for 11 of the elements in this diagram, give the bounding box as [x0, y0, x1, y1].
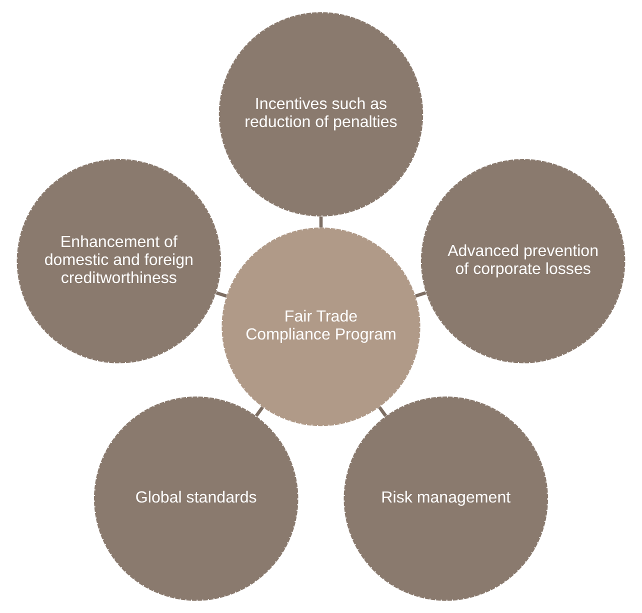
connector [254, 406, 264, 417]
connector [415, 291, 426, 298]
node-circle: Advanced prevention of corporate losses [420, 158, 626, 364]
connector [378, 406, 388, 417]
connector [216, 291, 227, 298]
node-circle: Risk management [342, 395, 550, 602]
node-circle: Global standards [92, 395, 300, 602]
node-circle: Enhancement of domestic and foreign creditworthiness [16, 158, 222, 364]
node-circle: Incentives such as reduction of penalties [218, 11, 424, 218]
connector [319, 216, 323, 228]
node-circle: Fair Trade Compliance Program [220, 226, 422, 428]
